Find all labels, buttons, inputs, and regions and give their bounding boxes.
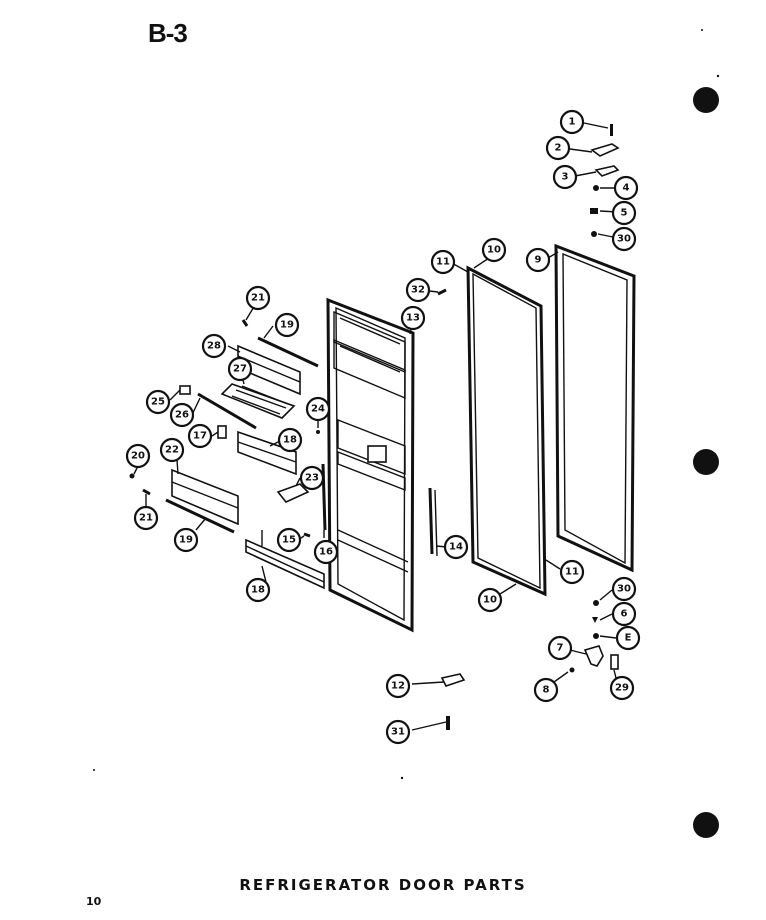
svg-text:23: 23 xyxy=(305,473,319,484)
callout-29: 29 xyxy=(609,675,635,701)
svg-text:29: 29 xyxy=(615,683,629,694)
callout-30-top: 30 xyxy=(611,226,637,252)
svg-text:17: 17 xyxy=(193,431,207,442)
svg-text:5: 5 xyxy=(621,208,628,219)
callout-27: 27 xyxy=(227,356,253,382)
svg-text:9: 9 xyxy=(535,255,542,266)
svg-text:30: 30 xyxy=(617,234,631,245)
callout-11-bottom: 11 xyxy=(559,559,585,585)
callout-16: 16 xyxy=(313,539,339,565)
callout-14: 14 xyxy=(443,534,469,560)
callout-2: 2 xyxy=(545,135,571,161)
svg-text:30: 30 xyxy=(617,584,631,595)
callout-20: 20 xyxy=(125,443,151,469)
callout-7: 7 xyxy=(547,635,573,661)
svg-text:20: 20 xyxy=(131,451,145,462)
svg-text:19: 19 xyxy=(280,320,294,331)
scan-specks xyxy=(93,29,720,780)
svg-text:26: 26 xyxy=(175,410,189,421)
callout-19-bottom: 19 xyxy=(173,527,199,553)
trim-strip xyxy=(428,487,438,557)
page-number: 10 xyxy=(86,895,102,908)
inner-door-panel xyxy=(326,297,415,633)
callout-balloons: 1 2 3 4 5 30 9 10 11 32 13 21 19 28 27 2… xyxy=(125,109,641,745)
svg-text:15: 15 xyxy=(282,535,296,546)
svg-text:3: 3 xyxy=(562,172,569,183)
callout-4: 4 xyxy=(613,175,639,201)
callout-30-bottom: 30 xyxy=(611,576,637,602)
left-shelf-parts xyxy=(129,288,447,590)
callout-17: 17 xyxy=(187,423,213,449)
callout-1: 1 xyxy=(559,109,585,135)
callout-21-bottom: 21 xyxy=(133,505,159,531)
top-hinge-parts xyxy=(590,124,620,237)
callout-5: 5 xyxy=(611,200,637,226)
door-liner-frame xyxy=(466,265,547,597)
callout-12: 12 xyxy=(385,673,411,699)
svg-text:16: 16 xyxy=(319,547,333,558)
svg-text:27: 27 xyxy=(233,364,247,375)
callout-24: 24 xyxy=(305,396,331,422)
callout-25: 25 xyxy=(145,389,171,415)
door-gasket-frame xyxy=(554,243,636,573)
svg-text:24: 24 xyxy=(311,404,325,415)
svg-text:18: 18 xyxy=(251,585,265,596)
callout-3: 3 xyxy=(552,164,578,190)
callout-6: 6 xyxy=(611,601,637,627)
callout-10-top: 10 xyxy=(481,237,507,263)
callout-15: 15 xyxy=(276,527,302,553)
svg-text:14: 14 xyxy=(449,542,463,553)
callout-26: 26 xyxy=(169,402,195,428)
svg-text:2: 2 xyxy=(555,143,562,154)
svg-text:18: 18 xyxy=(283,435,297,446)
svg-text:12: 12 xyxy=(391,681,405,692)
callout-e: E xyxy=(615,625,641,651)
svg-text:10: 10 xyxy=(483,595,497,606)
svg-text:7: 7 xyxy=(557,643,564,654)
svg-text:25: 25 xyxy=(151,397,165,408)
svg-text:E: E xyxy=(625,633,632,644)
callout-18-middle: 18 xyxy=(277,427,303,453)
svg-text:13: 13 xyxy=(406,313,420,324)
callout-32: 32 xyxy=(405,277,431,303)
callout-21-top: 21 xyxy=(245,285,271,311)
bracket-and-screw xyxy=(440,673,466,730)
callout-10-bottom: 10 xyxy=(477,587,503,613)
svg-text:21: 21 xyxy=(251,293,265,304)
callout-11-top: 11 xyxy=(430,249,456,275)
callout-22: 22 xyxy=(159,437,185,463)
svg-text:28: 28 xyxy=(207,341,221,352)
bottom-hinge-parts xyxy=(569,600,619,673)
punch-hole-top xyxy=(693,87,719,113)
callout-19-top: 19 xyxy=(274,312,300,338)
svg-text:22: 22 xyxy=(165,445,179,456)
svg-text:1: 1 xyxy=(569,117,576,128)
svg-text:4: 4 xyxy=(623,183,630,194)
svg-text:10: 10 xyxy=(487,245,501,256)
svg-text:11: 11 xyxy=(436,257,450,268)
svg-text:8: 8 xyxy=(543,685,550,696)
callout-8: 8 xyxy=(533,677,559,703)
callout-18-bottom: 18 xyxy=(245,577,271,603)
svg-text:21: 21 xyxy=(139,513,153,524)
callout-9: 9 xyxy=(525,247,551,273)
diagram-caption: REFRIGERATOR DOOR PARTS xyxy=(239,876,527,894)
callout-13: 13 xyxy=(400,305,426,331)
svg-text:6: 6 xyxy=(621,609,628,620)
svg-text:19: 19 xyxy=(179,535,193,546)
punch-hole-bottom xyxy=(693,812,719,838)
callout-28: 28 xyxy=(201,333,227,359)
svg-text:31: 31 xyxy=(391,727,405,738)
callout-23: 23 xyxy=(299,465,325,491)
page-code: B-3 xyxy=(148,18,188,48)
punch-hole-middle xyxy=(693,449,719,475)
svg-text:11: 11 xyxy=(565,567,579,578)
leader-lines xyxy=(133,122,620,731)
svg-text:32: 32 xyxy=(411,285,425,296)
callout-31: 31 xyxy=(385,719,411,745)
